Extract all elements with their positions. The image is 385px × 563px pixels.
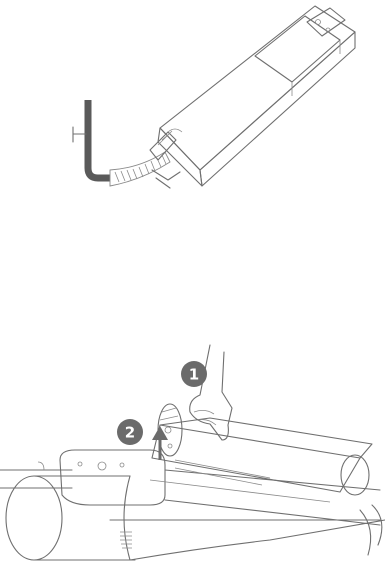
step-badge-1: 1 xyxy=(181,361,207,387)
filter-cartridge-icon xyxy=(149,5,356,189)
top-figure xyxy=(72,5,356,189)
bottom-figure: 1 2 xyxy=(0,344,385,561)
step-badge-2-label: 2 xyxy=(125,424,135,442)
vacuum-body-icon xyxy=(0,449,385,561)
arrow-up-icon xyxy=(152,426,168,460)
hand-icon xyxy=(189,344,233,441)
hose-icon xyxy=(109,151,171,187)
wall-pipe-icon xyxy=(72,100,112,182)
filter-cartridge-icon xyxy=(149,403,373,503)
step-badge-1-label: 1 xyxy=(189,366,199,384)
step-badge-2: 2 xyxy=(117,419,143,445)
